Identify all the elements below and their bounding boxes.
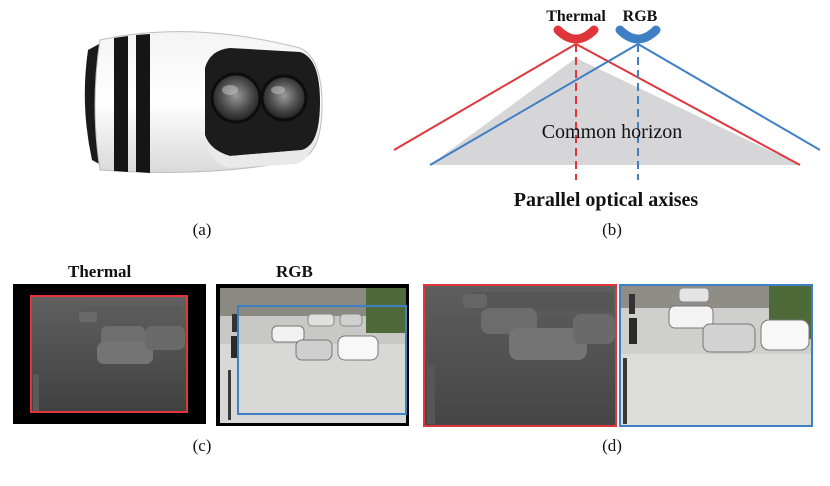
thermal-fov-left (393, 43, 577, 151)
rgb-view-title: RGB (276, 262, 313, 281)
thermal-fov-right (575, 43, 801, 166)
horizon-label: Common horizon (542, 121, 683, 143)
common-horizon-area (430, 58, 800, 165)
dual-lens-camera-icon (84, 31, 323, 173)
thermal-view-title: Thermal (68, 262, 132, 281)
aligned-thermal-crop (423, 284, 617, 427)
thermal-label: Thermal (546, 8, 606, 25)
aligned-rgb-crop (619, 284, 813, 427)
caption-b: (b) (602, 220, 622, 239)
rgb-image (216, 284, 409, 426)
thermal-sensor-icon (553, 25, 599, 44)
rgb-overlap-box (237, 305, 407, 415)
thermal-image (13, 284, 206, 424)
rgb-fov-left (429, 43, 639, 166)
camera-panel (70, 10, 330, 185)
rgb-sensor-icon (615, 25, 661, 44)
caption-a: (a) (192, 220, 212, 239)
axes-label: Parallel optical axises (514, 189, 699, 211)
rgb-fov-right (637, 43, 821, 151)
thermal-overlap-box (30, 295, 188, 413)
caption-c: (c) (192, 436, 212, 455)
rgb-label: RGB (623, 8, 658, 25)
caption-d: (d) (602, 436, 622, 455)
optical-axes-diagram: Thermal RGB Common horizon Parallel opti… (380, 0, 821, 212)
